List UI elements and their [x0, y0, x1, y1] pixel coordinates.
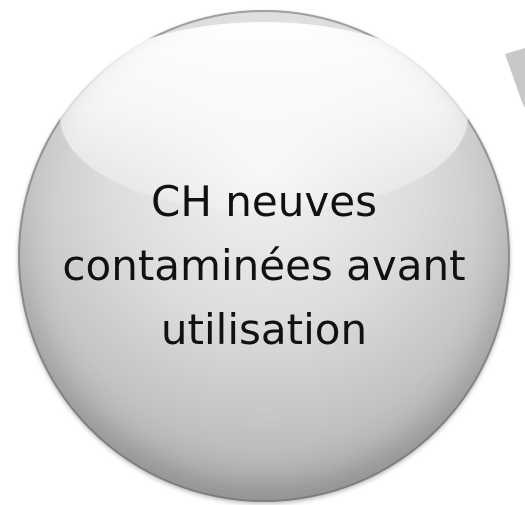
label-line-3: utilisation	[160, 305, 368, 354]
label-line-1: CH neuves	[151, 177, 377, 226]
label-line-2: contaminées avant	[62, 241, 466, 290]
sphere-node: CH neuves contaminées avant utilisation	[18, 10, 510, 502]
sphere-highlight	[60, 22, 468, 212]
sphere-node-label: CH neuves contaminées avant utilisation	[38, 170, 490, 362]
adjacent-shape-fragment	[505, 48, 525, 108]
